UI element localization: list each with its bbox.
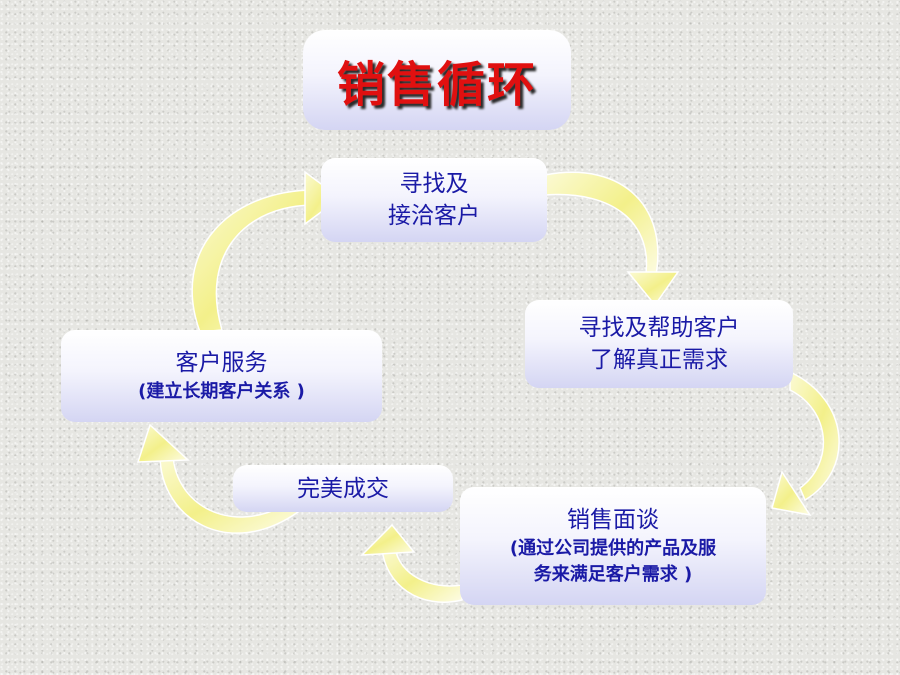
step-close-deal: 完美成交: [233, 465, 453, 512]
step-description: (建立长期客户关系 ): [138, 381, 305, 402]
arrow-3-to-4: [360, 523, 463, 603]
step-label: 完美成交: [297, 475, 389, 502]
arrow-1-to-2: [544, 171, 680, 307]
step-label: 销售面谈: [567, 507, 659, 533]
diagram-title-box: 销售循环: [303, 30, 571, 130]
arrow-5-to-1: [191, 170, 342, 333]
step-sales-meeting: 销售面谈 (通过公司提供的产品及服 务来满足客户需求 ): [460, 487, 766, 605]
step-description: (通过公司提供的产品及服 务来满足客户需求 ): [509, 538, 717, 585]
step-label: 客户服务: [175, 350, 268, 376]
step-label: 寻找及帮助客户 了解真正需求: [578, 315, 740, 373]
step-label: 寻找及 接洽客户: [388, 171, 480, 229]
step-understand-needs: 寻找及帮助客户 了解真正需求: [525, 300, 793, 388]
arrow-4-to-5: [136, 423, 300, 534]
step-customer-service: 客户服务 (建立长期客户关系 ): [61, 330, 382, 422]
step-find-contact-customers: 寻找及 接洽客户: [321, 158, 547, 242]
arrow-2-to-3: [771, 370, 840, 517]
diagram-title: 销售循环: [336, 57, 537, 113]
